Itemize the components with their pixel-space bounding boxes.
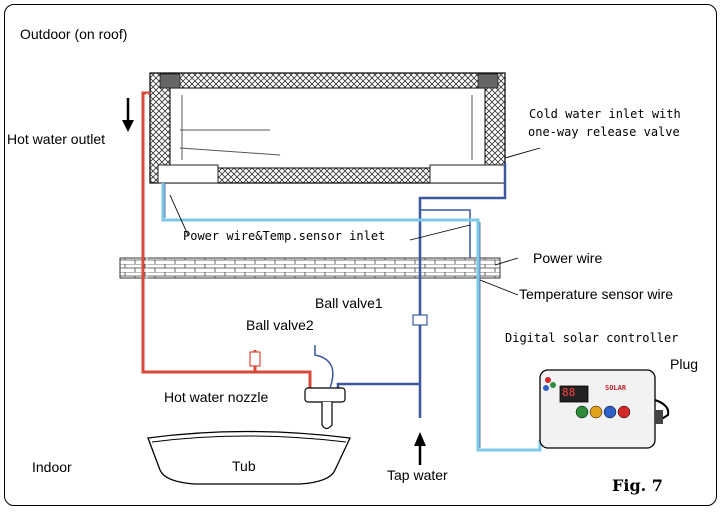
power-wire-line — [420, 209, 471, 258]
temp-sensor-wire — [161, 183, 542, 452]
tub — [147, 430, 351, 485]
label-tub: Tub — [232, 458, 256, 474]
label-ball-valve1: Ball valve1 — [315, 295, 383, 311]
label-tap-water: Tap water — [387, 467, 448, 483]
digital-controller — [539, 369, 670, 449]
label-digital-controller: Digital solar controller — [505, 331, 679, 345]
label-power-temp-inlet: Power wire&Temp.sensor inlet — [183, 229, 386, 243]
label-cold-inlet-2: one-way release valve — [528, 125, 680, 139]
roof-wall — [119, 257, 501, 279]
label-hot-water-nozzle: Hot water nozzle — [164, 389, 269, 405]
hot-outlet-arrow — [122, 98, 134, 132]
ball-valve2 — [249, 351, 261, 367]
label-power-wire: Power wire — [533, 250, 603, 266]
tap-water-arrow — [414, 432, 426, 465]
label-ball-valve2: Ball valve2 — [246, 317, 314, 333]
hot-water-nozzle — [304, 345, 346, 430]
label-hot-water-outlet: Hot water outlet — [7, 131, 106, 147]
leader-lines — [169, 147, 541, 296]
water-tank — [149, 72, 506, 184]
controller-display: 88 — [562, 386, 576, 399]
controller-brand: SOLAR — [605, 384, 627, 392]
label-indoor: Indoor — [32, 459, 72, 475]
figure-number: Fig. 7 — [612, 476, 663, 495]
label-temp-sensor-wire: Temperature sensor wire — [519, 286, 674, 302]
diagram-frame — [4, 4, 717, 506]
ball-valve1 — [412, 314, 428, 326]
label-plug: Plug — [670, 356, 699, 372]
label-outdoor: Outdoor (on roof) — [20, 26, 128, 42]
label-cold-inlet-1: Cold water inlet with — [529, 107, 681, 121]
